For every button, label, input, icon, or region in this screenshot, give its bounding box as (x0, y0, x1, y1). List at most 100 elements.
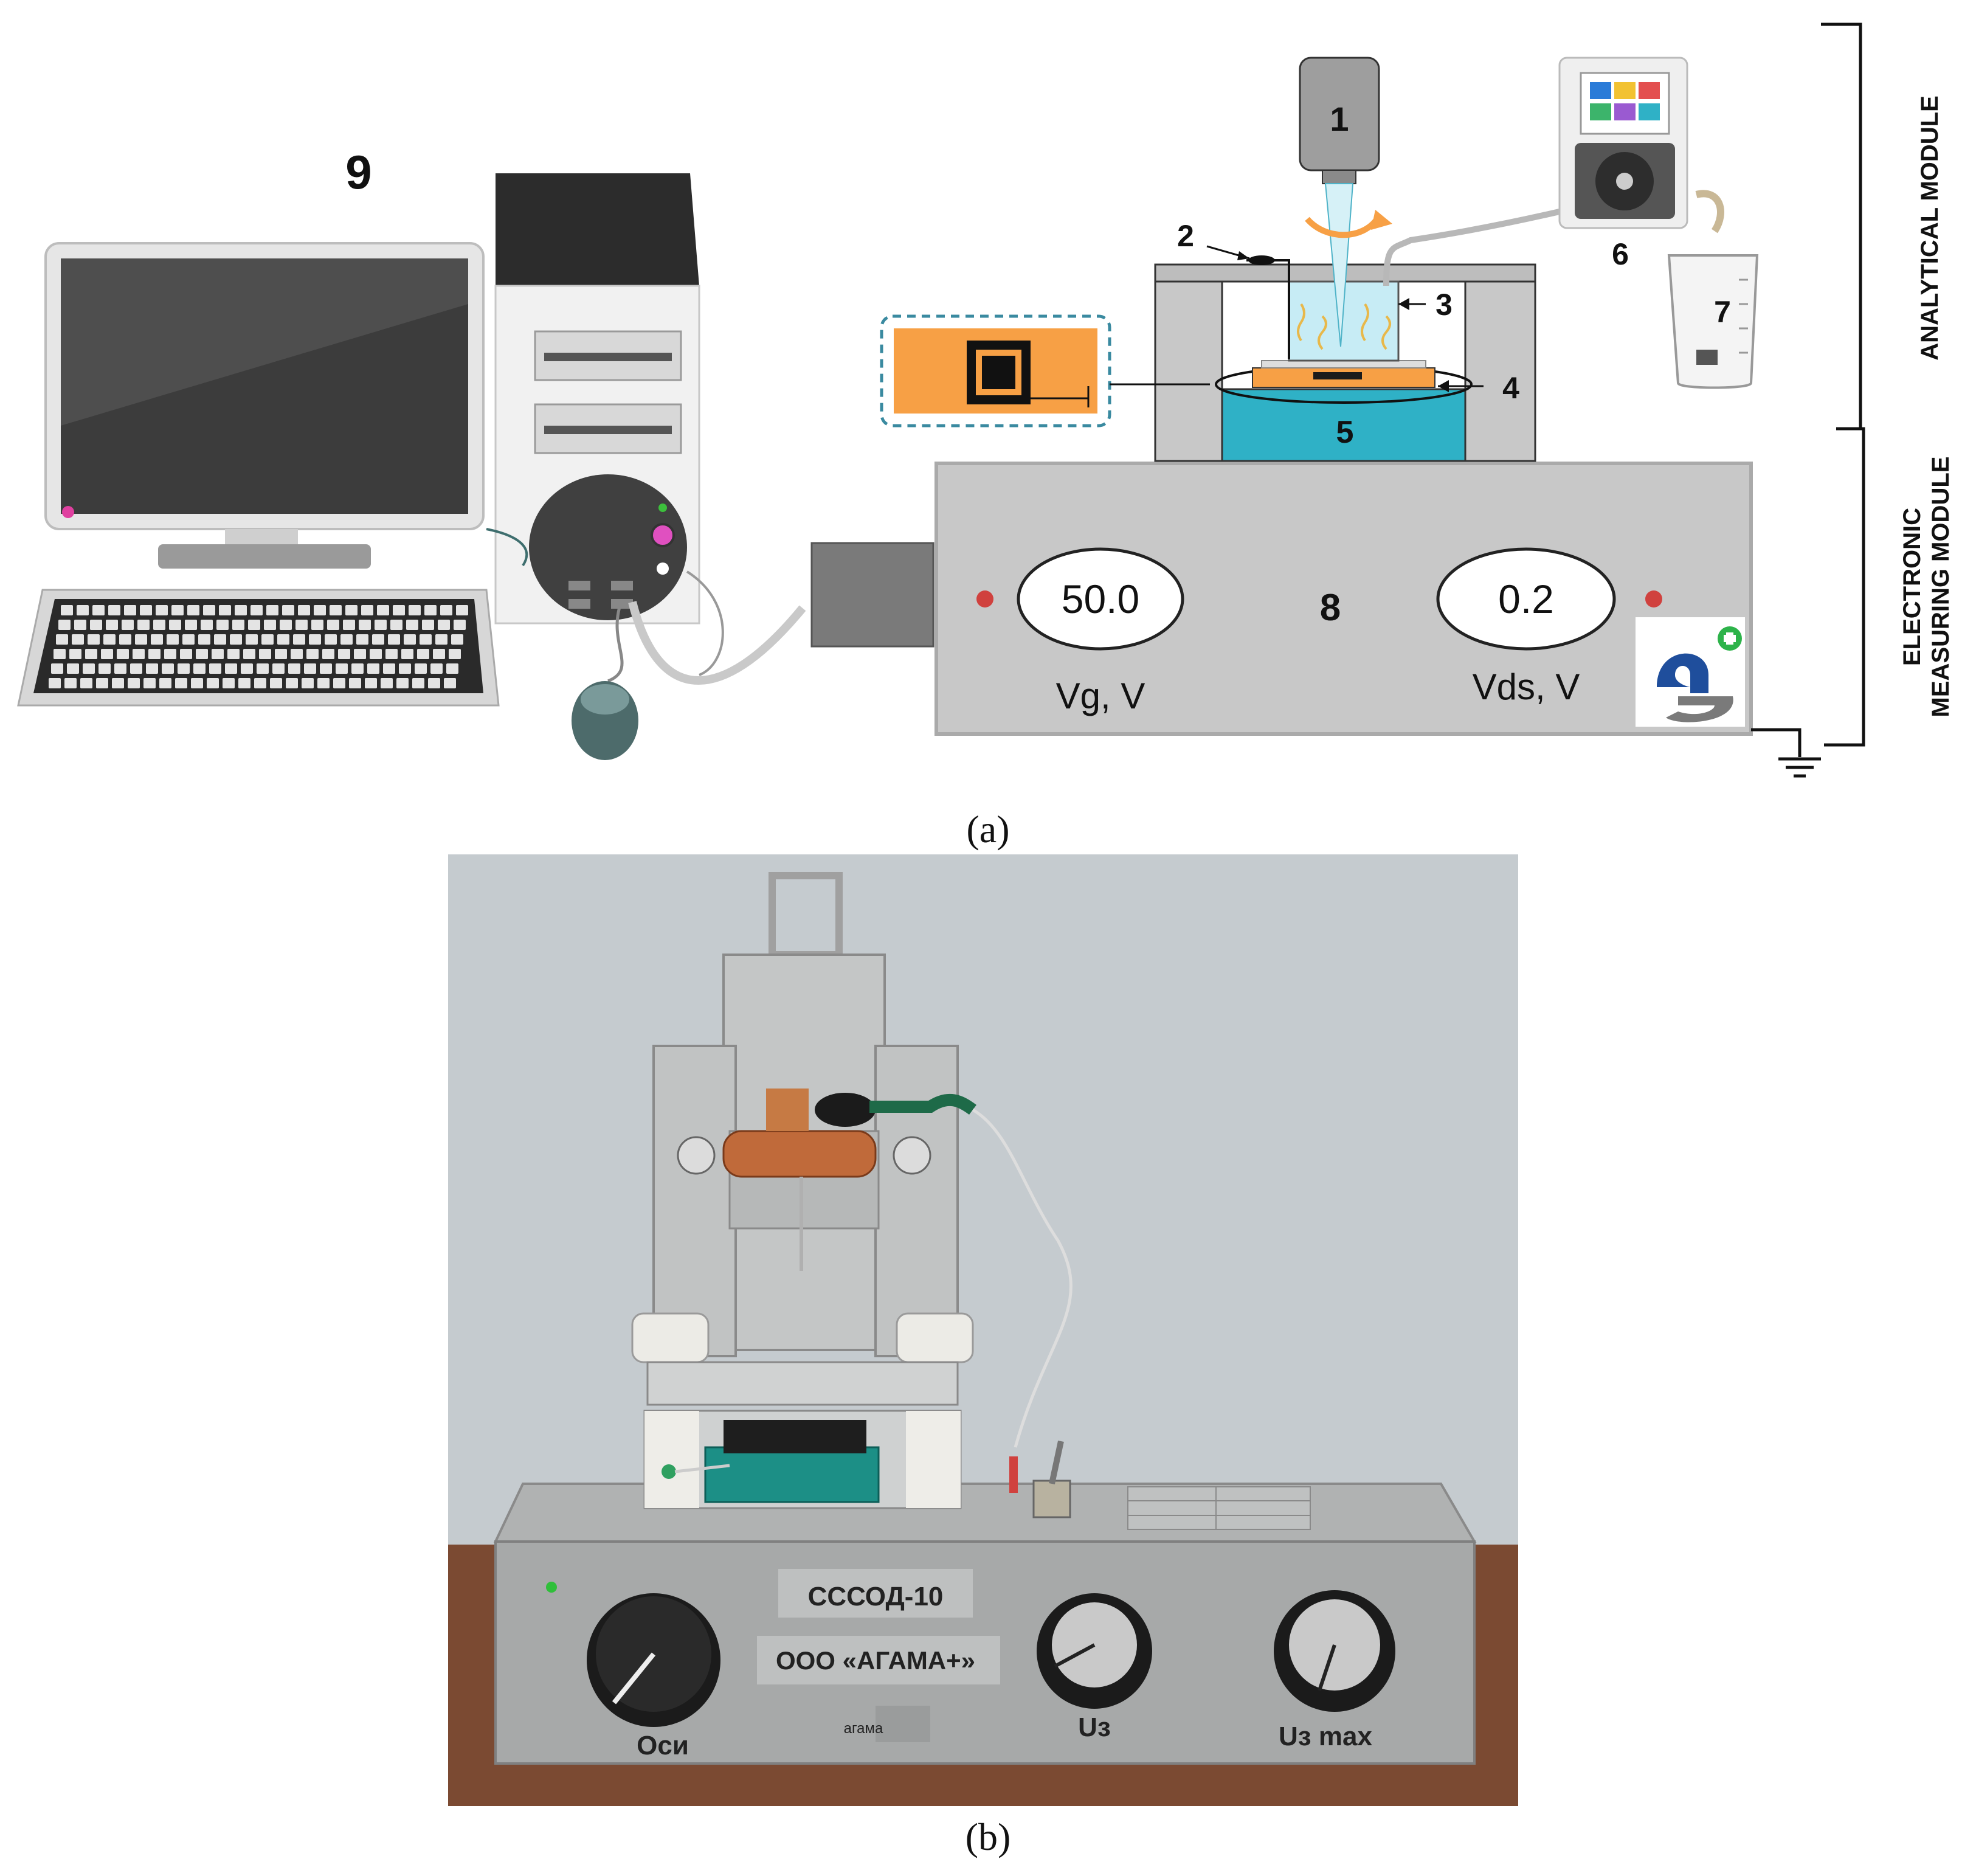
keyboard-key (54, 649, 66, 659)
keyboard-key (232, 620, 244, 630)
vds-label: Vds, V (1473, 666, 1580, 707)
tower-cable (686, 570, 724, 676)
keyboard-key (243, 649, 255, 659)
keyboard-key (444, 678, 456, 688)
keyboard-key (61, 605, 73, 615)
keyboard-key (207, 678, 219, 688)
computer-monitor (44, 242, 485, 569)
keyboard-key (257, 663, 269, 674)
keyboard-key (264, 620, 276, 630)
keyboard-key (148, 649, 161, 659)
keyboard-key (77, 605, 89, 615)
keyboard-key (420, 634, 432, 645)
thin-wire (972, 1108, 1073, 1448)
keyboard-key (112, 678, 124, 688)
keyboard-key (282, 605, 294, 615)
keyboard-key (359, 620, 371, 630)
keyboard-key (266, 605, 278, 615)
keyboard-key (171, 605, 184, 615)
keyboard-key (212, 649, 224, 659)
keyboard-key (396, 678, 409, 688)
keyboard-key (250, 605, 263, 615)
keyboard-key (306, 649, 319, 659)
keyboard-key (338, 649, 350, 659)
keyboard-key (246, 634, 258, 645)
keyboard-key (388, 634, 400, 645)
keyboard-key (80, 678, 92, 688)
keyboard-key (365, 678, 377, 688)
keyboard-key (51, 663, 63, 674)
keyboard-key (381, 678, 393, 688)
keyboard-key (219, 605, 231, 615)
keyboard-key (64, 678, 77, 688)
keyboard-key (385, 649, 398, 659)
knob-right-label: Uз max (1279, 1722, 1372, 1751)
keyboard-key (96, 678, 108, 688)
vg-display (1017, 547, 1184, 651)
label-2: 2 (1177, 219, 1194, 253)
device-name: СССОД-10 (808, 1582, 944, 1611)
keyboard-key (401, 649, 413, 659)
mechanical-stage (631, 872, 1073, 1518)
keyboard-key (322, 649, 334, 659)
keyboard-key (327, 620, 339, 630)
keyboard-key (67, 663, 79, 674)
keyboard-key (325, 634, 337, 645)
keyboard-key (254, 678, 266, 688)
power-led (546, 1582, 557, 1593)
keyboard-key (340, 634, 353, 645)
pump-6 (1558, 57, 1688, 229)
arrow-4 (1438, 380, 1449, 392)
keyboard-key (106, 620, 118, 630)
keyboard-key (291, 649, 303, 659)
label-1: 1 (1330, 100, 1349, 138)
keyboard-key (214, 634, 226, 645)
keyboard-key (424, 605, 437, 615)
cell-housing (1154, 263, 1536, 462)
keyboard-key (151, 634, 163, 645)
keyboard-key (198, 634, 210, 645)
keyboard-key (156, 605, 168, 615)
keyboard-key (90, 620, 102, 630)
keyboard-key (345, 605, 358, 615)
tube-to-pump (1383, 198, 1606, 286)
ground-symbol (1751, 728, 1821, 778)
vg-label: Vg, V (1056, 676, 1145, 716)
keyboard-key (180, 649, 192, 659)
keyboard-key (58, 620, 71, 630)
led-left (976, 590, 993, 607)
keyboard-key (196, 649, 208, 659)
keyboard-key (454, 620, 466, 630)
keyboard-key (225, 663, 237, 674)
module-analytical-label: ANALYTICAL MODULE (1916, 95, 1943, 361)
keyboard-key (286, 678, 298, 688)
keyboard-key (438, 620, 450, 630)
keyboard-key (98, 663, 111, 674)
chip-inset (880, 314, 1210, 427)
keyboard-key (74, 620, 86, 630)
keyboard-key (406, 620, 418, 630)
front-logo-text: агама (844, 1720, 883, 1737)
interface-box (810, 542, 934, 648)
keyboard-key (356, 634, 368, 645)
holder-5 (1221, 388, 1466, 462)
computer-keyboard (17, 589, 500, 707)
keyboard-key (209, 663, 221, 674)
label-5: 5 (1336, 415, 1354, 450)
vds-value: 0.2 (1498, 576, 1554, 621)
keyboard-key (185, 620, 197, 630)
keyboard-key (390, 620, 402, 630)
keyboard-key (203, 605, 215, 615)
keyboard-key (280, 620, 292, 630)
keyboard-key (304, 663, 316, 674)
keyboard-key (153, 620, 165, 630)
keyboard-key (422, 620, 434, 630)
keyboard-key (314, 605, 326, 615)
keyboard-key (404, 634, 416, 645)
light-source-1 (1299, 57, 1392, 347)
company-name: ООО «АГАМА+» (776, 1646, 975, 1675)
knob-left-label: Оси (637, 1731, 689, 1760)
keyboard-key (336, 663, 348, 674)
keyboard-key (162, 663, 174, 674)
keyboard-key (227, 649, 240, 659)
